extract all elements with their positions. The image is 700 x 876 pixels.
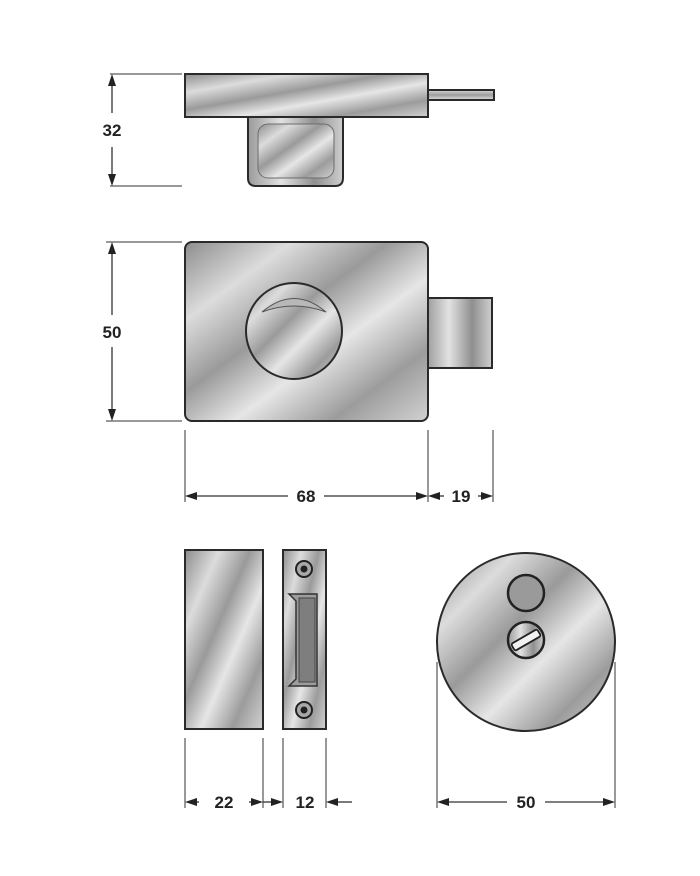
dim-50-diameter: 50	[436, 662, 616, 812]
dim-32: 32	[103, 73, 182, 187]
top-view-bolt	[427, 89, 495, 101]
strike-screw-top-hole	[300, 565, 308, 573]
dim-50-height: 50	[103, 241, 182, 422]
top-view-plate	[184, 73, 429, 118]
indicator-view	[436, 552, 616, 732]
front-view-thumbturn	[245, 282, 343, 380]
keep-body	[184, 549, 264, 730]
front-view-thumbturn-grip	[261, 298, 327, 313]
indicator-window	[506, 573, 546, 613]
front-view	[184, 241, 493, 422]
strike-plate-view	[282, 549, 327, 730]
emergency-release-slot-icon	[510, 628, 542, 652]
top-view	[184, 73, 495, 187]
dim-19-label: 19	[452, 487, 471, 506]
keep-side-view	[184, 549, 264, 730]
dim-22-12: 22 12	[184, 738, 352, 812]
strike-bolt-slot-shadow	[298, 597, 316, 683]
front-view-bolt	[425, 297, 493, 369]
top-view-knob-inset	[257, 123, 335, 179]
dim-12-label: 12	[296, 793, 315, 812]
dim-68-label: 68	[297, 487, 316, 506]
dim-50-diameter-label: 50	[517, 793, 536, 812]
dim-68-19: 68 19	[184, 430, 494, 506]
dim-50-height-label: 50	[103, 323, 122, 342]
dim-22-label: 22	[215, 793, 234, 812]
strike-screw-bottom-hole	[300, 706, 308, 714]
dim-32-label: 32	[103, 121, 122, 140]
